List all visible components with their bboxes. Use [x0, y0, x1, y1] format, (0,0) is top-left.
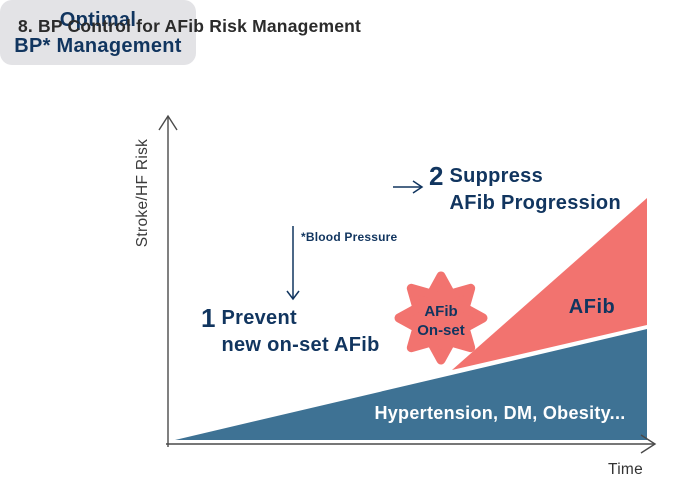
box-line-1: Optimal: [59, 8, 137, 31]
page-title: 8. BP Control for AFib Risk Management: [18, 16, 362, 36]
prevent-arrowhead: [286, 290, 300, 301]
step-2-number: 2: [429, 161, 444, 191]
afib-onset-star: [394, 271, 488, 365]
step-1-detail: new on-set AFib: [221, 334, 380, 356]
hypertension-region-label: Hypertension, DM, Obesity...: [374, 403, 626, 423]
y-axis-label: Stroke/HF Risk: [134, 138, 151, 248]
step-prevent: 1 Prevent new on-set AFib: [201, 305, 380, 359]
x-axis-label: Time: [608, 461, 644, 478]
x-axis-arrowhead: [640, 434, 657, 454]
optimal-bp-management-box: Optimal BP* Management: [0, 0, 196, 65]
afib-risk-triangle: [452, 198, 647, 370]
box-line-2: BP* Management: [14, 34, 182, 57]
y-axis-arrowhead: [158, 114, 178, 131]
suppress-arrowhead: [412, 180, 424, 194]
afib-region-label: AFib: [568, 296, 616, 318]
step-2-detail: AFib Progression: [449, 192, 621, 214]
step-suppress: 2 Suppress AFib Progression: [429, 163, 621, 217]
step-1-number: 1: [201, 303, 216, 333]
hypertension-risk-triangle: [175, 329, 647, 440]
blood-pressure-footnote: *Blood Pressure: [301, 230, 398, 244]
step-2-action: Suppress: [449, 165, 544, 187]
afib-onset-line-2: On-set: [417, 322, 465, 339]
step-1-action: Prevent: [221, 307, 297, 329]
afib-onset-star-label: AFib On-set: [390, 302, 492, 340]
afib-onset-line-1: AFib: [424, 303, 458, 320]
